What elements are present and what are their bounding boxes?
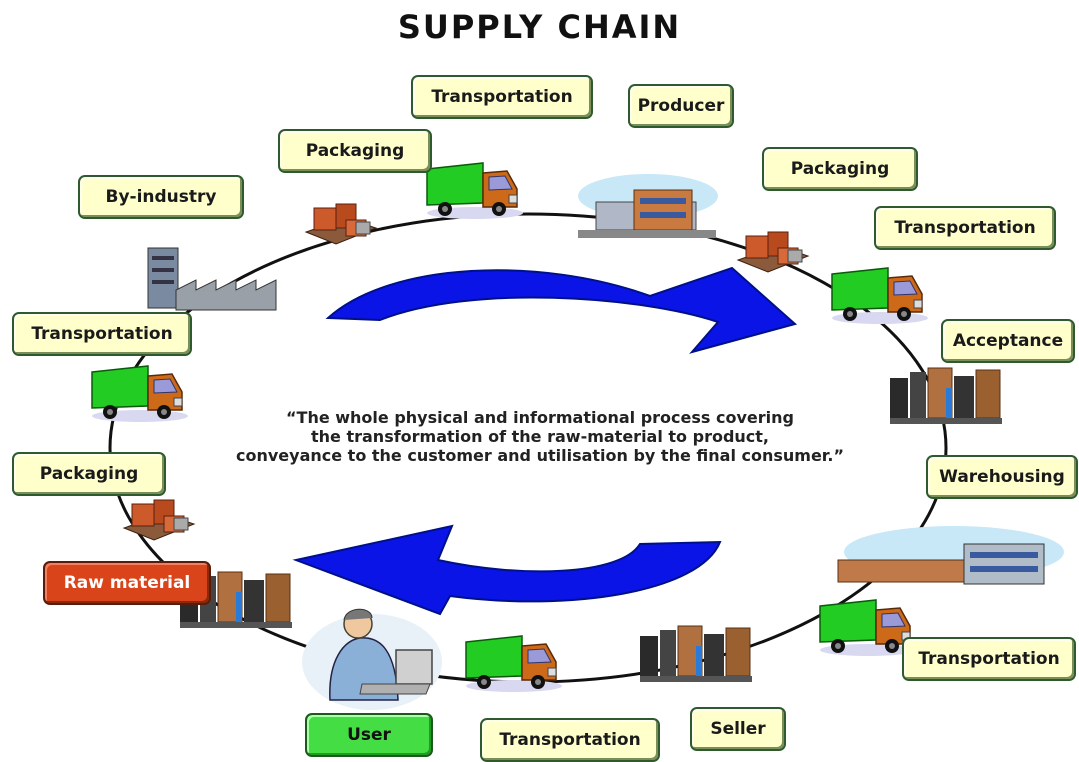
node-packaging-left: Packaging xyxy=(12,452,166,496)
truck-icon xyxy=(465,635,563,693)
definition-quote: “The whole physical and informational pr… xyxy=(170,408,910,465)
factory-icon xyxy=(147,247,277,311)
cycle-arrow-icon xyxy=(325,266,798,354)
truck-icon xyxy=(426,162,524,220)
node-packaging-upper-left: Packaging xyxy=(278,129,432,173)
factory-icon xyxy=(578,174,718,238)
node-transportation-lower-right: Transportation xyxy=(902,637,1076,681)
quote-line: “The whole physical and informational pr… xyxy=(286,408,794,427)
node-producer: Producer xyxy=(628,84,734,128)
boxes-icon xyxy=(305,203,377,245)
truck-icon xyxy=(831,267,929,325)
quote-line: the transformation of the raw-material t… xyxy=(311,427,769,446)
boxes-icon xyxy=(123,499,195,541)
node-acceptance: Acceptance xyxy=(941,319,1075,363)
node-transportation-left: Transportation xyxy=(12,312,192,356)
quote-line: conveyance to the customer and utilisati… xyxy=(236,446,844,465)
node-warehousing: Warehousing xyxy=(926,455,1078,499)
node-transportation-top: Transportation xyxy=(411,75,593,119)
warehouse-stock-icon xyxy=(639,625,753,683)
node-user: User xyxy=(305,713,433,757)
node-packaging-upper-right: Packaging xyxy=(762,147,918,191)
warehouse-icon xyxy=(837,526,1064,585)
node-seller: Seller xyxy=(690,707,786,751)
office-worker-icon xyxy=(302,608,442,710)
cycle-arrow-icon xyxy=(292,524,722,616)
page-title: SUPPLY CHAIN xyxy=(397,8,682,46)
node-transportation-upper-right: Transportation xyxy=(874,206,1056,250)
node-by-industry: By-industry xyxy=(78,175,244,219)
node-raw-material: Raw material xyxy=(43,561,211,605)
node-transportation-bottom: Transportation xyxy=(480,718,660,762)
boxes-icon xyxy=(737,231,809,273)
